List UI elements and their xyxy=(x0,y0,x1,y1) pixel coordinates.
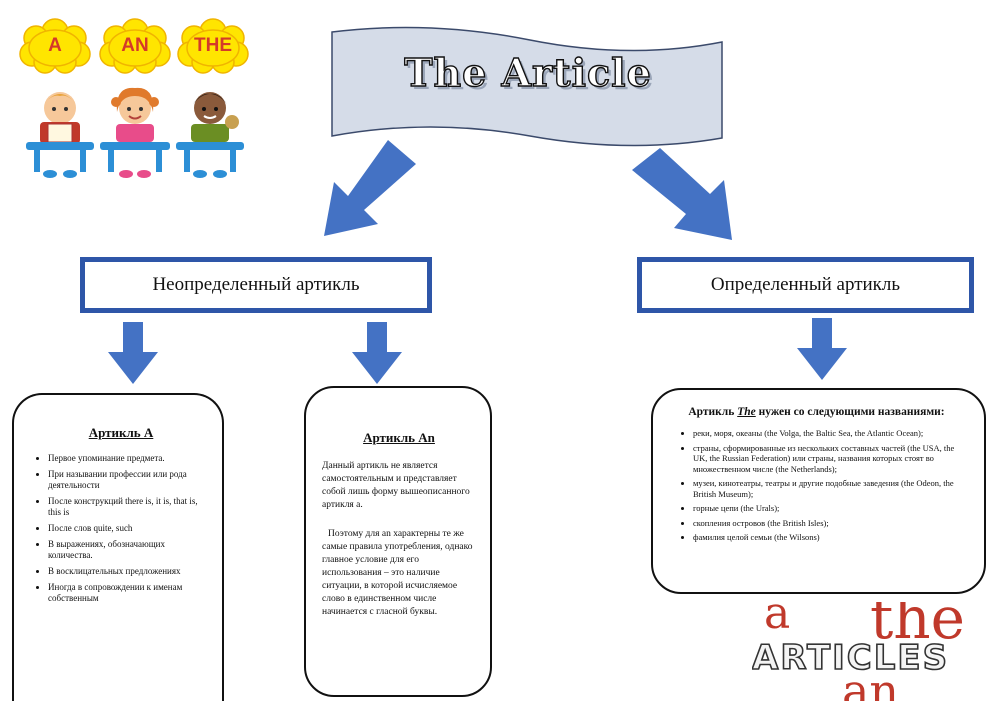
list-item: При назывании профессии или рода деятель… xyxy=(48,469,206,491)
arrow-down-icon xyxy=(108,322,158,384)
cloud-label-the: THE xyxy=(194,35,232,56)
list-item: фамилия целой семьи (the Wilsons) xyxy=(693,532,970,543)
arrow-down-left-icon xyxy=(324,140,416,236)
list-item: реки, моря, океаны (the Volga, the Balti… xyxy=(693,428,970,439)
arrow-down-icon xyxy=(797,318,847,380)
list-item: страны, сформированные из нескольких сос… xyxy=(693,443,970,475)
kid-girl-icon xyxy=(100,87,170,178)
kid-boy-icon xyxy=(176,92,244,178)
box-a-list: Первое упоминание предмета. При называни… xyxy=(24,453,206,604)
cloud-shape xyxy=(99,18,171,74)
box-the-list: реки, моря, океаны (the Volga, the Balti… xyxy=(663,428,970,543)
box-an-paragraph-2: Поэтому для an характерны те же самые пр… xyxy=(322,529,473,617)
arrow-down-right-icon xyxy=(632,148,732,240)
list-item: Иногда в сопровождении к именам собствен… xyxy=(48,582,206,604)
kids-at-desks-illustration xyxy=(26,87,244,178)
header-indefinite-article: Неопределенный артикль xyxy=(80,257,432,313)
cloud-shape xyxy=(177,18,249,74)
arrow-down-icon xyxy=(352,322,402,384)
box-the-title: Артикль The нужен со следующими названия… xyxy=(663,406,970,418)
list-item: В выражениях, обозначающих количества. xyxy=(48,539,206,561)
list-item: Первое упоминание предмета. xyxy=(48,453,206,464)
box-an-title: Артикль An xyxy=(363,430,435,445)
logo-the: the xyxy=(870,602,965,652)
list-item: горные цепи (the Urals); xyxy=(693,503,970,514)
box-article-a: Артикль А Первое упоминание предмета. Пр… xyxy=(12,393,224,701)
list-item: скопления островов (the British Isles); xyxy=(693,518,970,529)
box-an-paragraph-1: Данный артикль не является самостоятельн… xyxy=(322,461,470,510)
logo-a: a xyxy=(764,602,791,639)
list-item: После конструкций there is, it is, that … xyxy=(48,496,206,518)
kid-reading-icon xyxy=(26,92,94,178)
box-the-title-article: The xyxy=(737,406,756,418)
list-item: В восклицательных предложениях xyxy=(48,566,206,577)
logo-articles: ARTICLES xyxy=(752,637,950,679)
logo-an: an xyxy=(842,664,900,701)
cloud-label-an: AN xyxy=(121,35,149,56)
list-item: музеи, кинотеатры, театры и другие подоб… xyxy=(693,478,970,499)
cloud-the: THE xyxy=(176,18,250,74)
list-item: После слов quite, such xyxy=(48,523,206,534)
banner-title: The Article xyxy=(404,49,652,95)
box-a-title: Артикль А xyxy=(88,425,154,440)
articles-logo: a the ARTICLES an xyxy=(752,602,987,701)
box-article-the: Артикль The нужен со следующими названия… xyxy=(651,388,986,594)
box-the-title-suffix: нужен со следующими названиями: xyxy=(755,406,945,418)
cloud-an: AN xyxy=(98,18,172,74)
title-banner xyxy=(331,26,723,147)
box-the-title-prefix: Артикль xyxy=(688,406,738,418)
cloud-shape xyxy=(19,18,91,74)
cloud-a: A xyxy=(18,18,92,74)
header-definite-article: Определенный артикль xyxy=(637,257,974,313)
cloud-label-a: A xyxy=(48,35,62,56)
box-article-an: Артикль An Данный артикль не является са… xyxy=(304,386,492,697)
